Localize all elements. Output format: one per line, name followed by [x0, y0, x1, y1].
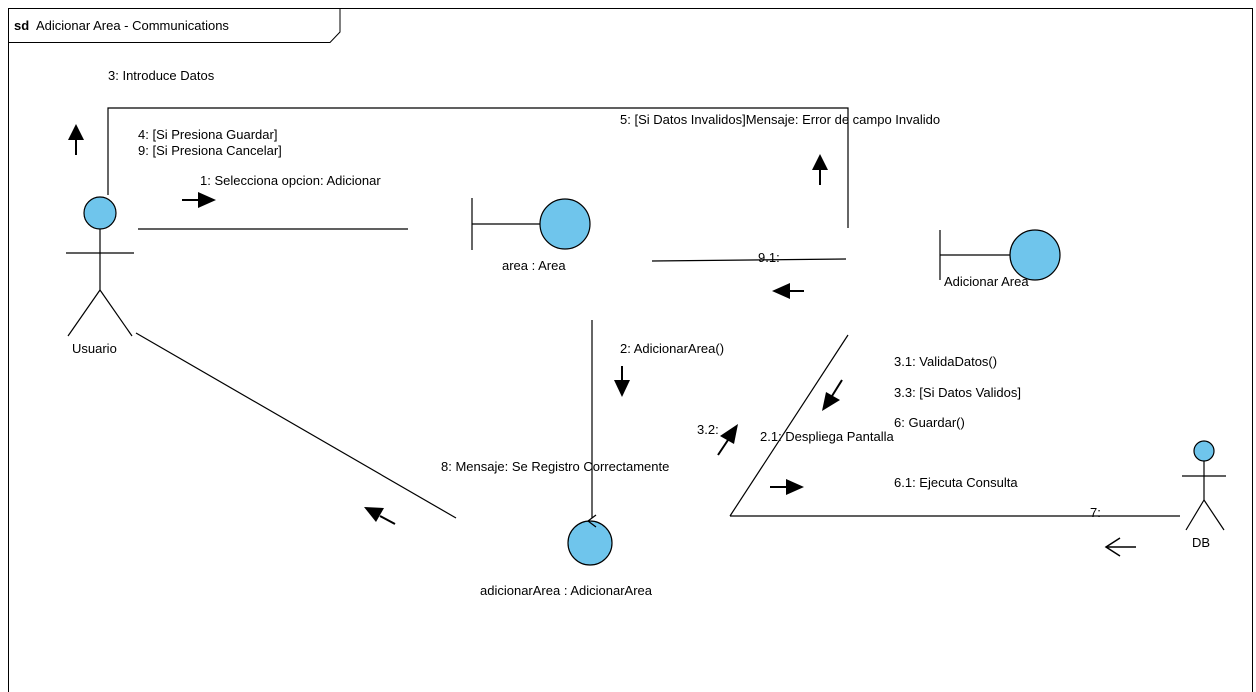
diagram-frame — [8, 8, 1253, 692]
control-adicionar-area-label: adicionarArea : AdicionarArea — [480, 583, 653, 598]
msg-error-campo-invalido: 5: [Si Datos Invalidos]Mensaje: Error de… — [620, 112, 940, 127]
arrow-right-m1 — [182, 192, 216, 208]
arrow-upright-m32 — [717, 424, 738, 456]
boundary-adicionar-area-label: Adicionar Area — [944, 274, 1029, 289]
message-labels: 3: Introduce Datos 4: [Si Presiona Guard… — [108, 68, 1101, 520]
arrow-up-usuario — [68, 124, 84, 155]
msg-si-datos-validos: 3.3: [Si Datos Validos] — [894, 385, 1021, 400]
msg-9-1: 9.1: — [758, 250, 780, 265]
actor-head — [83, 196, 117, 230]
boundary-adicionar-area[interactable] — [939, 229, 1061, 281]
boundary-area[interactable] — [471, 198, 591, 250]
link-usuario-boundary-loop — [107, 107, 849, 228]
links — [107, 107, 1180, 519]
msg-se-registro-correctamente: 8: Mensaje: Se Registro Correctamente — [441, 459, 669, 474]
msg-3-2: 3.2: — [697, 422, 719, 437]
link-usuario-control — [135, 332, 457, 519]
actor-head — [1193, 440, 1215, 462]
arrow-left-m91 — [772, 283, 804, 299]
arrow-up-m5 — [812, 154, 828, 185]
actor-usuario-label: Usuario — [72, 341, 117, 356]
actor-usuario[interactable] — [66, 196, 134, 337]
control-adicionar-area[interactable] — [567, 514, 613, 566]
link-area-boundary — [651, 258, 847, 262]
actor-db[interactable] — [1182, 440, 1226, 531]
arrow-down-m2 — [614, 366, 630, 397]
actor-db-label: DB — [1192, 535, 1210, 550]
msg-introduce-datos: 3: Introduce Datos — [108, 68, 215, 83]
frame-keyword: sd — [14, 18, 29, 33]
msg-guardar: 6: Guardar() — [894, 415, 965, 430]
arrow-right-m61 — [770, 479, 804, 495]
arrow-left-m7 — [1104, 537, 1136, 557]
msg-ejecuta-consulta: 6.1: Ejecuta Consulta — [894, 475, 1018, 490]
boundary-area-label: area : Area — [502, 258, 566, 273]
arrows — [68, 124, 843, 525]
msg-adicionar-area-call: 2: AdicionarArea() — [620, 341, 724, 356]
msg-si-presiona-guardar: 4: [Si Presiona Guardar] — [138, 127, 277, 142]
link-boundary-control — [729, 334, 849, 517]
frame-title: Adicionar Area - Communications — [36, 18, 229, 33]
msg-7: 7: — [1090, 505, 1101, 520]
msg-selecciona-opcion: 1: Selecciona opcion: Adicionar — [200, 173, 381, 188]
msg-despliega-pantalla: 2.1: Despliega Pantalla — [760, 429, 894, 444]
frame-title-tab — [8, 8, 341, 43]
arrow-upleft-m8 — [364, 507, 396, 525]
arrow-downleft-m31 — [822, 379, 843, 411]
msg-valida-datos: 3.1: ValidaDatos() — [894, 354, 997, 369]
msg-si-presiona-cancelar: 9: [Si Presiona Cancelar] — [138, 143, 282, 158]
